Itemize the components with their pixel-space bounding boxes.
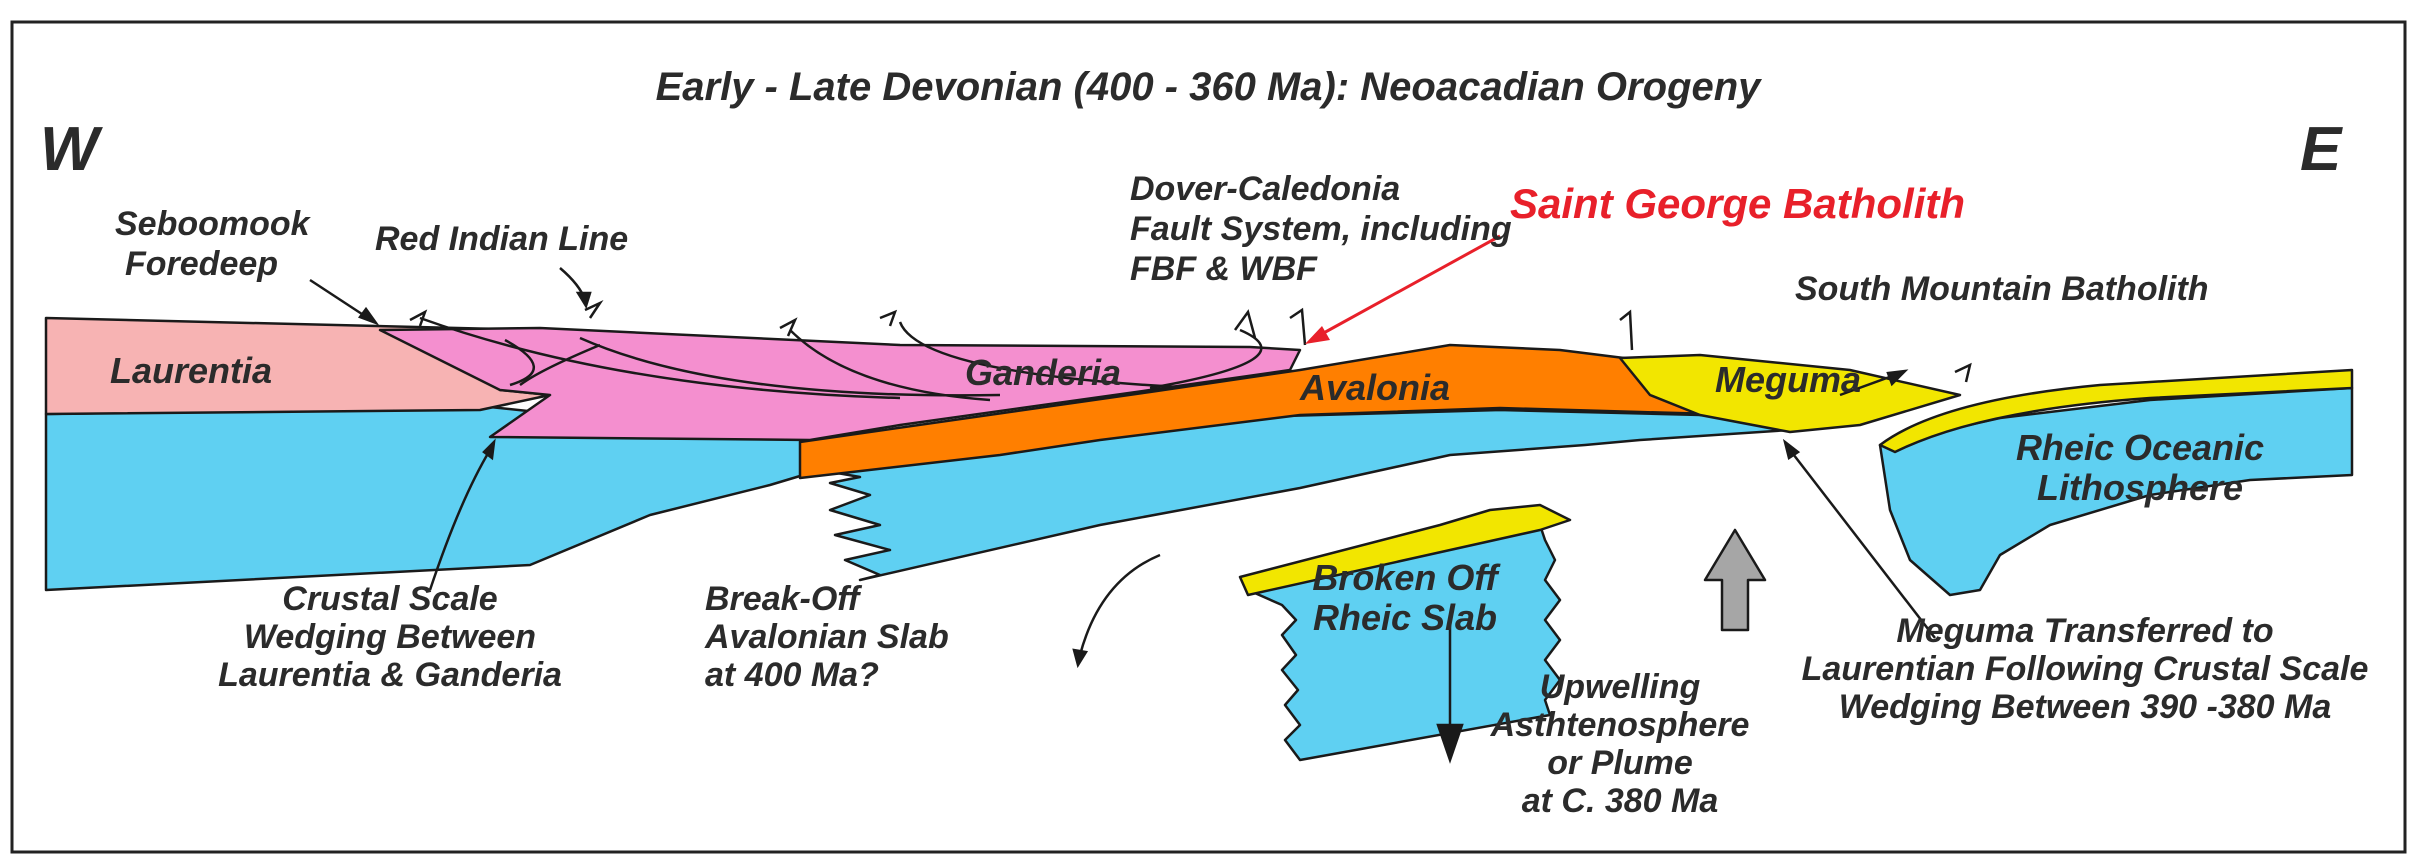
label-meguma-transferred-2: Laurentian Following Crustal Scale bbox=[1802, 650, 2369, 688]
label-break-off-1: Break-Off bbox=[705, 580, 863, 618]
label-dover-2: Fault System, including bbox=[1130, 210, 1512, 248]
ganderia-thrust-4 bbox=[789, 329, 991, 402]
label-seboomook-1: Seboomook bbox=[115, 205, 312, 243]
label-wedging-3: Laurentia & Ganderia bbox=[218, 656, 562, 694]
unit-rheic-2: Lithosphere bbox=[2037, 467, 2243, 508]
unit-avalonia: Avalonia bbox=[1299, 367, 1450, 408]
ganderia-thrust-1 bbox=[419, 316, 901, 400]
label-upwelling-3: or Plume bbox=[1547, 744, 1692, 782]
east-label: E bbox=[2300, 115, 2343, 184]
ganderia-block bbox=[378, 326, 1302, 442]
diagram-title: Early - Late Devonian (400 - 360 Ma): Ne… bbox=[656, 65, 1763, 109]
label-meguma-transferred-3: Wedging Between 390 -380 Ma bbox=[1839, 688, 2332, 726]
label-break-off-2: Avalonian Slab bbox=[704, 618, 949, 656]
broken-slab-body bbox=[1246, 523, 1562, 762]
label-meguma-transferred-1: Meguma Transferred to bbox=[1896, 612, 2273, 650]
label-seboomook-2: Foredeep bbox=[125, 245, 278, 283]
ganderia-thrust-5 bbox=[898, 321, 1201, 390]
broken-rheic-slab-group bbox=[1238, 503, 1572, 762]
saint-george-arrow bbox=[1305, 234, 1501, 344]
label-break-off-3: at 400 Ma? bbox=[705, 656, 879, 694]
rheic-oceanic-lithosphere bbox=[1878, 386, 2354, 597]
label-saint-george: Saint George Batholith bbox=[1510, 180, 1965, 227]
label-dover-3: FBF & WBF bbox=[1130, 250, 1318, 288]
ganderia-thrust-6 bbox=[1149, 328, 1263, 390]
upwelling-arrow bbox=[1703, 528, 1767, 632]
label-upwelling-1: Upwelling bbox=[1540, 668, 1701, 706]
label-wedging-2: Wedging Between bbox=[244, 618, 536, 656]
label-upwelling-4: at C. 380 Ma bbox=[1522, 782, 1719, 820]
unit-broken-slab-1: Broken Off bbox=[1312, 557, 1500, 598]
label-wedging-1: Crustal Scale bbox=[282, 580, 497, 618]
diagram-frame bbox=[10, 20, 2407, 854]
annotation-arrows bbox=[309, 267, 1936, 764]
mantle-lithosphere bbox=[44, 405, 1792, 592]
label-upwelling-2: Asthtenosphere bbox=[1490, 706, 1750, 744]
broken-slab-sediment bbox=[1238, 503, 1572, 597]
unit-laurentia: Laurentia bbox=[110, 350, 272, 391]
ganderia-thrust-3 bbox=[579, 336, 1001, 397]
west-label: W bbox=[40, 115, 103, 184]
unit-ganderia: Ganderia bbox=[965, 352, 1121, 393]
ganderia-thrust-2 bbox=[504, 338, 535, 387]
unit-meguma: Meguma bbox=[1715, 359, 1861, 400]
rheic-sediment-layer bbox=[1878, 368, 2354, 454]
label-red-indian: Red Indian Line bbox=[375, 220, 628, 258]
red-indian-fault-trace bbox=[519, 343, 601, 387]
unit-rheic-1: Rheic Oceanic bbox=[2016, 427, 2264, 468]
meguma-block bbox=[1618, 353, 1962, 434]
label-dover-1: Dover-Caledonia bbox=[1130, 170, 1400, 208]
unit-broken-slab-2: Rheic Slab bbox=[1313, 597, 1497, 638]
surface-fault-hooks bbox=[409, 299, 1972, 383]
label-south-mountain: South Mountain Batholith bbox=[1795, 270, 2209, 308]
